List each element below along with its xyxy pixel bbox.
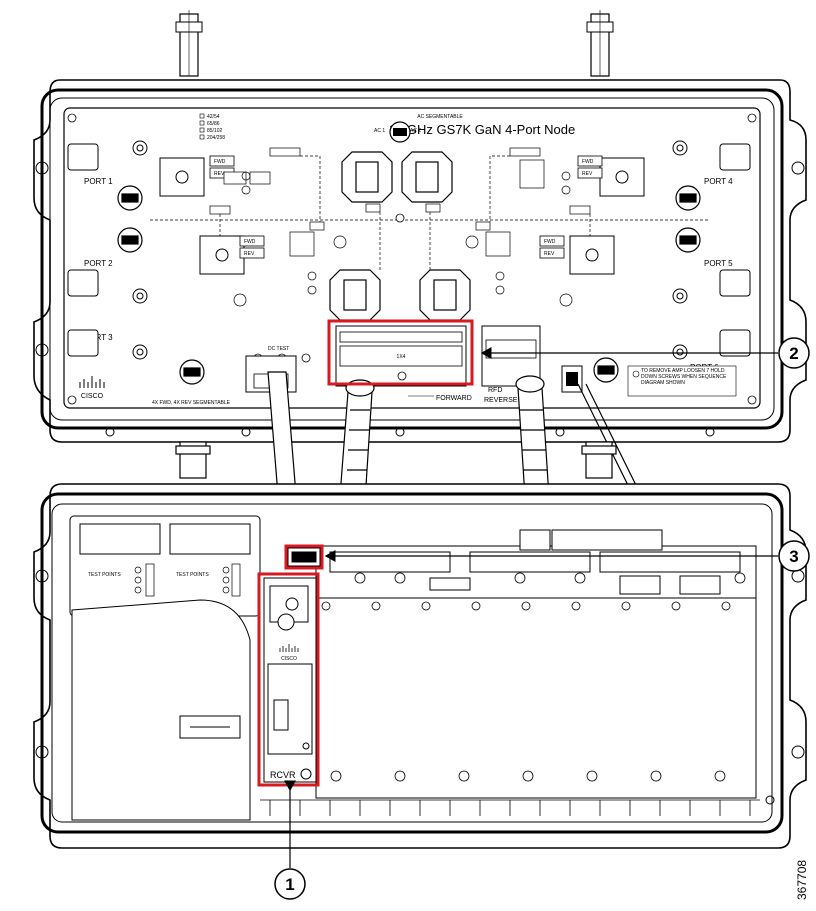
port4-label: PORT 4 [704, 177, 733, 186]
ac-segmentable-label: AC SEGMENTABLE [417, 114, 463, 120]
signal-paths [150, 155, 710, 270]
callout-3: 3 [324, 540, 810, 572]
port3-label: PORT 3 [84, 333, 113, 342]
base-screws [321, 572, 746, 782]
ac1-label: AC 1 [374, 128, 385, 134]
hinge-blocks [175, 441, 617, 479]
highlight-connector [284, 544, 324, 570]
rev-label-4: REV [582, 171, 593, 177]
cisco-logo-base [279, 644, 299, 652]
small-components [233, 171, 573, 307]
reverse-label: REVERSE [484, 397, 518, 404]
rev-label-1: REV [214, 171, 225, 177]
callout-2-label: 2 [789, 344, 798, 363]
test-points-label-1: TEST POINTS [88, 572, 121, 578]
legend-line-4: 204/258 [207, 135, 225, 141]
base-deck [315, 529, 757, 799]
bottom-note: 4X FWD, 4X REV SEGMENTABLE [152, 400, 231, 406]
lid-title: 1.2GHz GS7K GaN 4-Port Node [389, 122, 575, 137]
power-supply-compartment [69, 515, 261, 821]
ac2-label: AC 2 [410, 128, 421, 134]
figure-id: 367708 [795, 860, 809, 900]
rfd-label: RFD [488, 387, 502, 394]
cisco-logo-lid [79, 376, 105, 388]
rf-connector [287, 547, 321, 567]
ear-holes-base [35, 569, 805, 805]
legend-line-2: 65/86 [207, 121, 220, 127]
rcvr-label: RCVR [270, 770, 296, 780]
legend-line-1: 42/54 [207, 114, 220, 120]
segment-legend: 42/54 65/86 85/102 204/258 [199, 113, 225, 141]
highlight-forward-module [327, 319, 474, 386]
forward-module: 1X4 [335, 325, 467, 387]
switch-rows [209, 147, 591, 257]
legend-line-3: 85/102 [207, 128, 223, 134]
brand-base: CISCO [281, 656, 297, 662]
callout-1-label: 1 [285, 875, 294, 894]
hinge-right [586, 10, 614, 77]
forward-label: FORWARD [436, 395, 472, 402]
port2-label: PORT 2 [84, 259, 113, 268]
module-label: 1X4 [397, 354, 406, 360]
amp-warning-box [627, 365, 737, 397]
hinge-left [175, 10, 203, 77]
fwd-label-2: FWD [244, 239, 256, 245]
base-fins [260, 799, 760, 816]
fwd-label-1: FWD [214, 159, 226, 165]
lid-screws [67, 113, 757, 405]
port1-label: PORT 1 [84, 177, 113, 186]
fwd-label-4: FWD [582, 159, 594, 165]
callout-2: 2 [480, 337, 810, 369]
test-point-jacks [134, 563, 241, 597]
round-plugs [117, 185, 701, 385]
fwd-label-3: FWD [544, 239, 556, 245]
diplexers [159, 157, 645, 275]
callout-1: 1 [274, 780, 306, 900]
fwd-rev-boxes [209, 155, 603, 259]
callout-3-label: 3 [789, 547, 798, 566]
port5-label: PORT 5 [704, 259, 733, 268]
receiver-module [263, 577, 317, 783]
test-points-label-2: TEST POINTS [176, 572, 209, 578]
rev-label-3: REV [544, 251, 555, 257]
port-connectors [67, 140, 751, 360]
amp-warning-text: TO REMOVE AMP LOOSEN 7 HOLD DOWN SCREWS … [641, 368, 727, 386]
brand-lid: CISCO [81, 393, 104, 400]
pad-modules [329, 151, 471, 321]
dc-test-label: DC TEST [268, 346, 289, 352]
rev-label-2: REV [244, 251, 255, 257]
